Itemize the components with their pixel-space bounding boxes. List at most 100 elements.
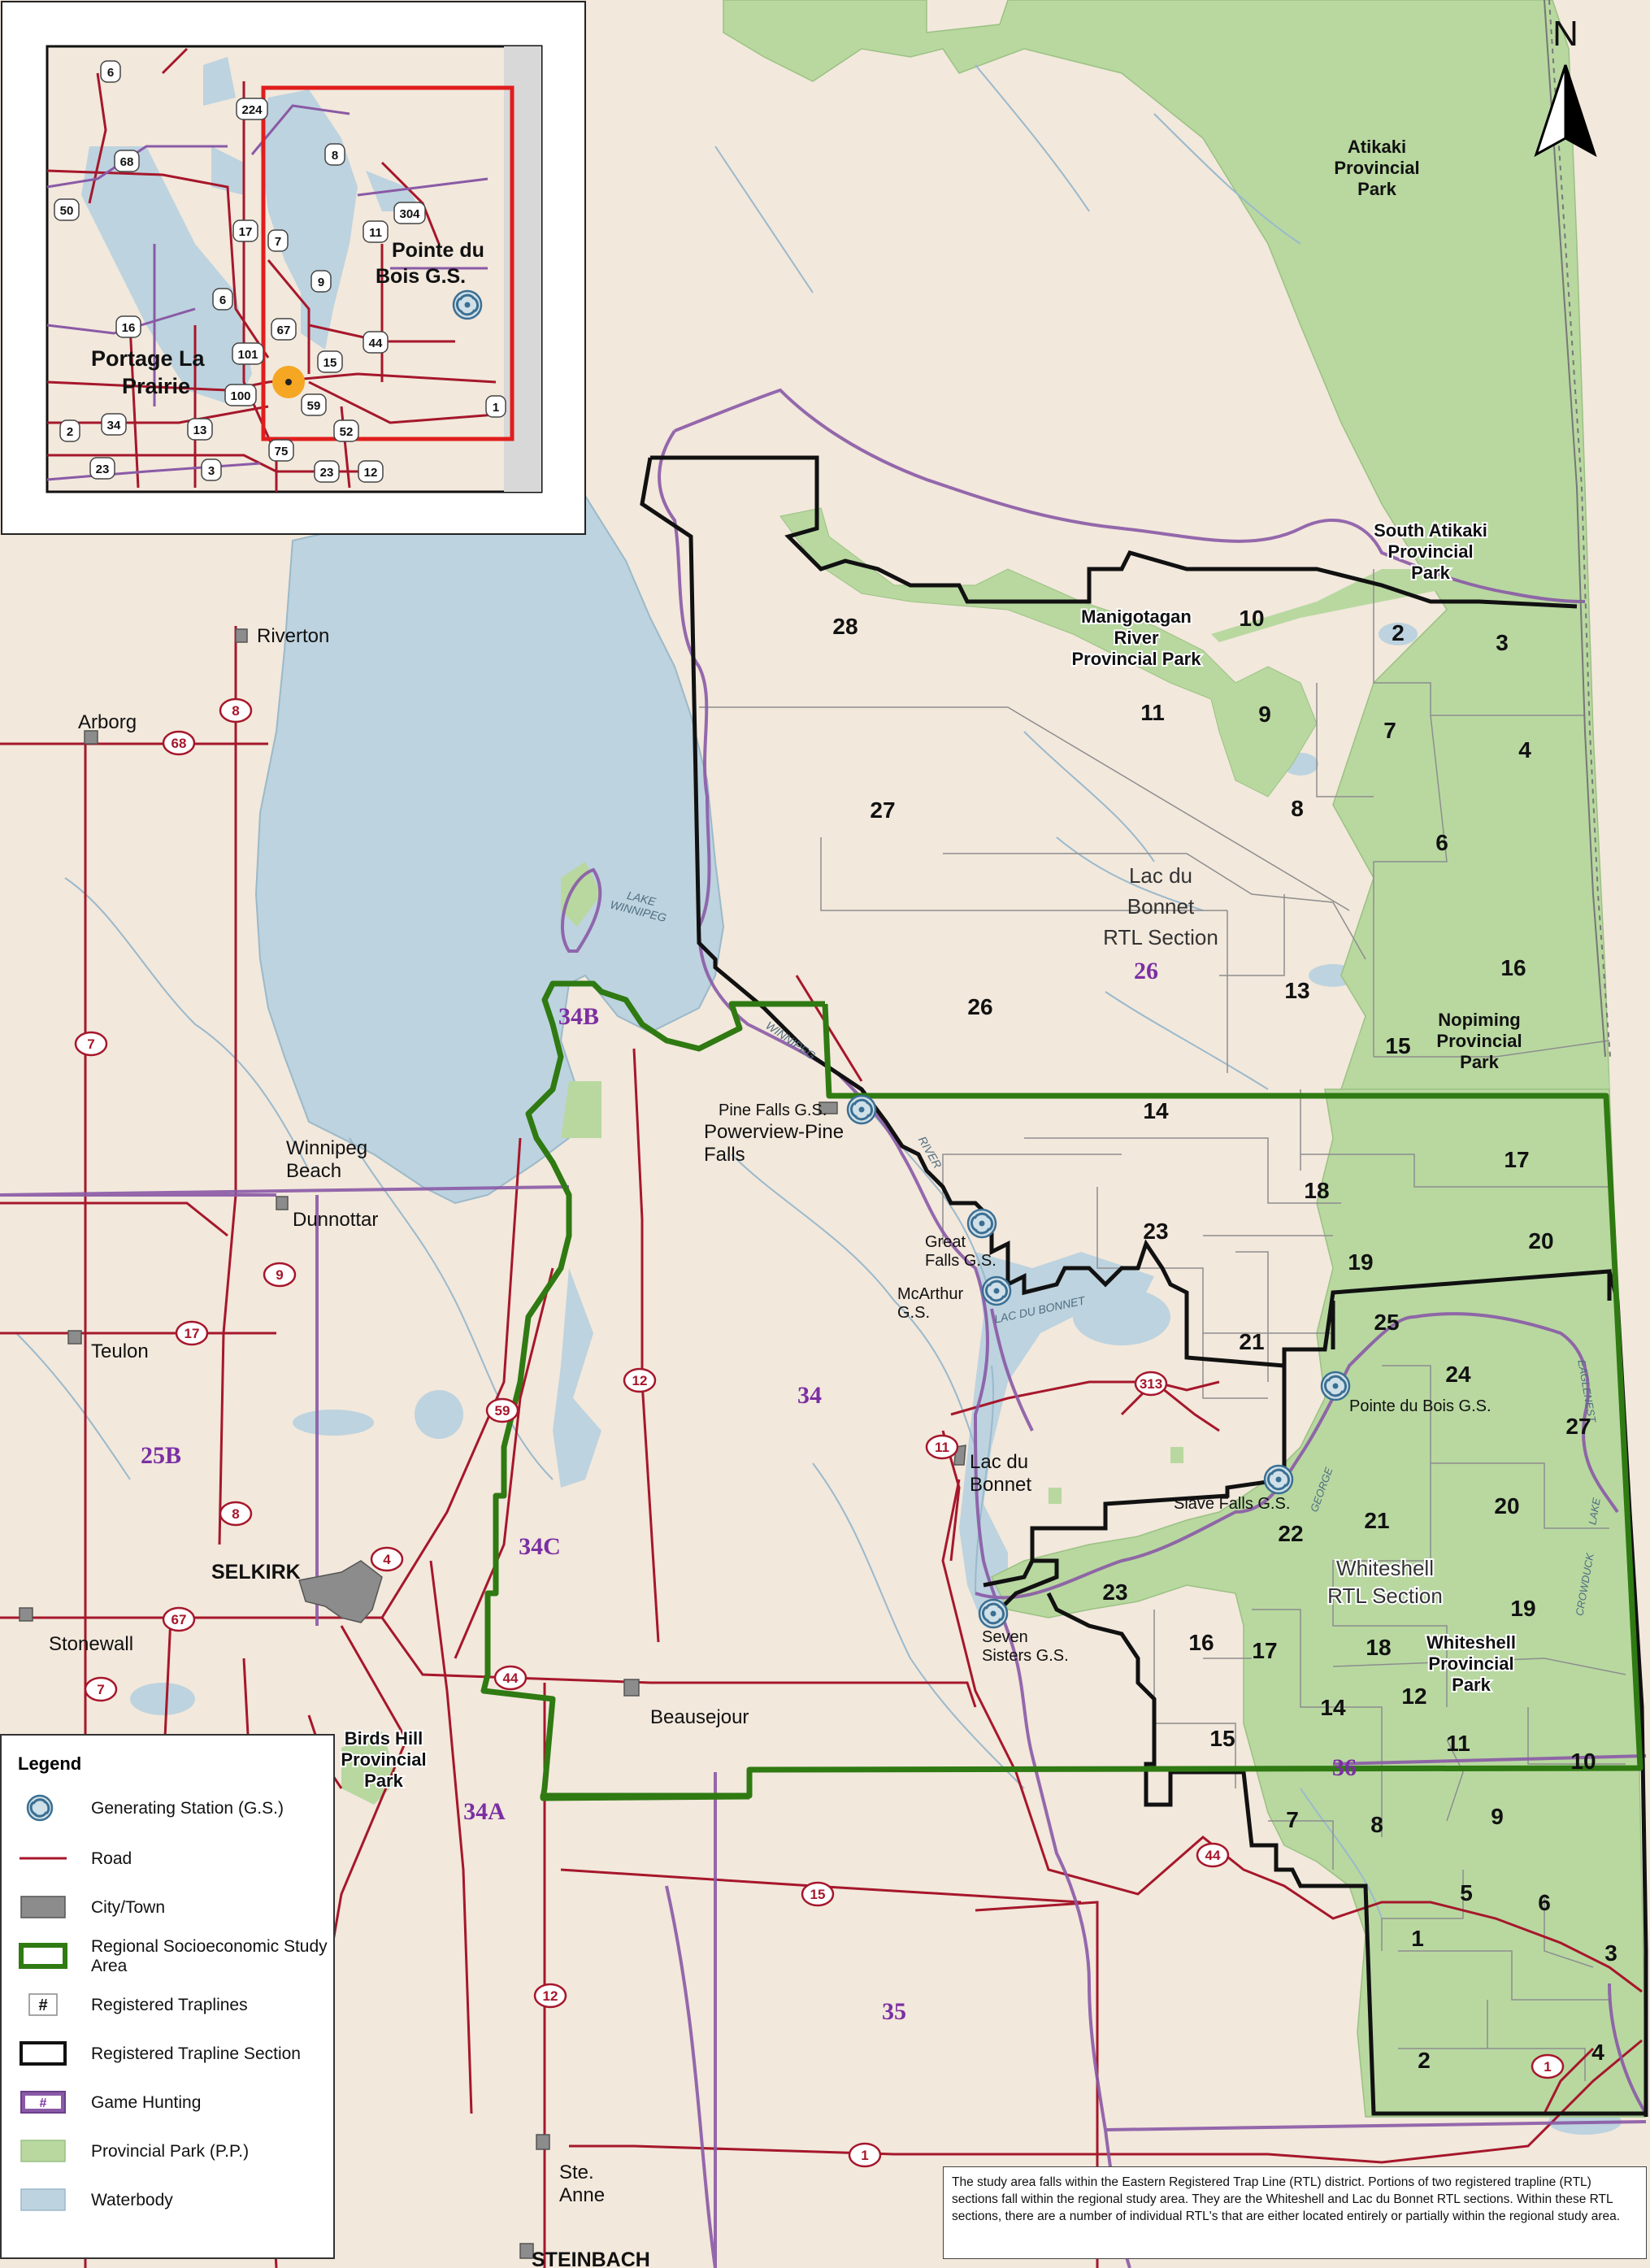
- inset-road-shield-label: 304: [399, 207, 420, 221]
- trapline-number-label: 9: [1491, 1804, 1504, 1829]
- trapline-number-label: 21: [1239, 1329, 1264, 1354]
- game-hunting-area-label: 26: [1134, 958, 1158, 984]
- inset-road-shield: 52: [333, 419, 359, 442]
- place-label: Beausejour: [650, 1706, 749, 1728]
- trapline-number-label: 20: [1528, 1228, 1553, 1253]
- place-label: STEINBACH: [532, 2248, 650, 2268]
- inset-road-shield-label: 68: [120, 155, 134, 169]
- road-shield: 1: [848, 2142, 882, 2168]
- game-hunting-icon: #: [20, 2091, 66, 2114]
- inset-road-shield-label: 59: [307, 399, 321, 413]
- trapline-number-label: 18: [1366, 1635, 1391, 1660]
- inset-road-shield: 15: [317, 350, 343, 373]
- inset-road-shield: 13: [187, 418, 213, 441]
- trapline-number-label: 14: [1320, 1695, 1346, 1720]
- road-shield-label: 68: [172, 736, 187, 751]
- inset-road-shield-label: 100: [230, 389, 250, 403]
- trapline-number-label: 1: [1411, 1926, 1424, 1951]
- game-hunting-area-label: 34A: [463, 1798, 506, 1825]
- railway: [1544, 0, 1611, 1058]
- place-label: Dunnottar: [293, 1209, 378, 1231]
- road-shield-label: 11: [935, 1440, 949, 1455]
- trapline-number-label: 24: [1445, 1362, 1471, 1387]
- trapline-number-label: 4: [1518, 737, 1531, 763]
- trapline-number-label: 23: [1143, 1219, 1168, 1244]
- trapline-symbol: #: [38, 1996, 47, 2014]
- inset-road-shield-label: 8: [332, 149, 338, 163]
- place-label: Slave Falls G.S.: [1174, 1495, 1290, 1513]
- inset-road-shield-label: 34: [107, 419, 121, 432]
- north-arrow-letter: N: [1552, 14, 1578, 54]
- road-shield-label: 67: [172, 1612, 187, 1627]
- legend-label: Road: [91, 1849, 132, 1868]
- trapline-number-label: 10: [1239, 606, 1264, 631]
- trapline-number-label: 6: [1538, 1890, 1551, 1915]
- inset-road-shield: 59: [301, 393, 327, 416]
- trapline-number-label: 11: [1446, 1731, 1470, 1756]
- inset-road-shield-label: 52: [340, 425, 354, 439]
- city-town-icon: [20, 1896, 66, 1918]
- legend-item-game-hunting: # Game Hunting: [2, 2080, 335, 2126]
- waterbody-icon: [20, 2188, 66, 2211]
- trapline-number-label: 12: [1401, 1684, 1426, 1709]
- place-label: Ste.Anne: [559, 2162, 605, 2206]
- trapline-number-label: 21: [1364, 1508, 1389, 1533]
- north-arrow-icon: [1534, 64, 1597, 158]
- game-hunting-area-label: 34B: [558, 1003, 599, 1030]
- inset-road-shield: 224: [236, 98, 268, 120]
- trapline-section-icon: [20, 2041, 67, 2066]
- road-shield-label: 8: [232, 703, 239, 719]
- road-shield-label: 7: [87, 1036, 94, 1052]
- road-shield: 44: [493, 1665, 528, 1691]
- inset-road-shield-label: 13: [193, 424, 207, 437]
- generating-station-icon: [26, 1794, 54, 1822]
- trapline-number-label: 7: [1383, 718, 1396, 743]
- inset-road-shield-label: 75: [275, 445, 289, 458]
- legend-item-waterbody: Waterbody: [2, 2178, 335, 2223]
- place-label: Stonewall: [49, 1633, 133, 1655]
- trapline-number-label: 19: [1348, 1249, 1373, 1275]
- trapline-number-label: 17: [1504, 1147, 1529, 1172]
- inset-road-shield-label: 2: [67, 425, 73, 439]
- inset-road-shield-label: 7: [275, 235, 281, 249]
- road-shield-label: 44: [503, 1671, 519, 1686]
- regional-study-area: [480, 980, 1643, 1801]
- trapline-number-label: 19: [1510, 1596, 1535, 1621]
- legend-item-city-town: City/Town: [2, 1885, 335, 1931]
- place-label: Teulon: [91, 1340, 149, 1362]
- road-shield: 68: [162, 730, 196, 756]
- inset-road-shield-label: 1: [493, 401, 499, 415]
- trapline-number-label: 23: [1102, 1579, 1127, 1605]
- road-shield-label: 17: [185, 1326, 200, 1341]
- trapline-number-label: 14: [1143, 1098, 1169, 1123]
- trapline-boundaries: [699, 569, 1626, 2081]
- inset-road-shield: 101: [232, 342, 264, 365]
- inset-road-shield-label: 6: [107, 66, 114, 80]
- inset-road-shield: 3: [201, 458, 222, 481]
- legend-label: Registered Trapline Section: [91, 2044, 301, 2063]
- legend-label: Game Hunting: [91, 2093, 202, 2112]
- trapline-number-label: 27: [1565, 1414, 1591, 1439]
- trapline-number-label: 2: [1392, 620, 1405, 645]
- trapline-number-label: 25: [1374, 1310, 1399, 1335]
- road-shield: 67: [162, 1606, 196, 1632]
- inset-road-shield: 17: [232, 219, 258, 242]
- inset-road-shield: 12: [358, 460, 384, 483]
- trapline-number-label: 8: [1291, 796, 1304, 821]
- inset-road-shield: 7: [267, 229, 289, 252]
- game-hunting-area-label: 36: [1332, 1754, 1357, 1781]
- road-shield: 313: [1134, 1371, 1168, 1397]
- inset-road-shield: 6: [212, 288, 233, 311]
- road-shield-label: 12: [543, 1988, 558, 2004]
- trapline-number-label: 8: [1370, 1812, 1383, 1837]
- road-shield: 7: [84, 1676, 118, 1702]
- trapline-number-label: 4: [1591, 2040, 1604, 2065]
- road-shield: 17: [175, 1320, 209, 1346]
- place-label: Riverton: [257, 625, 329, 647]
- inset-road-shield-label: 23: [320, 466, 334, 480]
- trapline-number-label: 15: [1209, 1726, 1235, 1751]
